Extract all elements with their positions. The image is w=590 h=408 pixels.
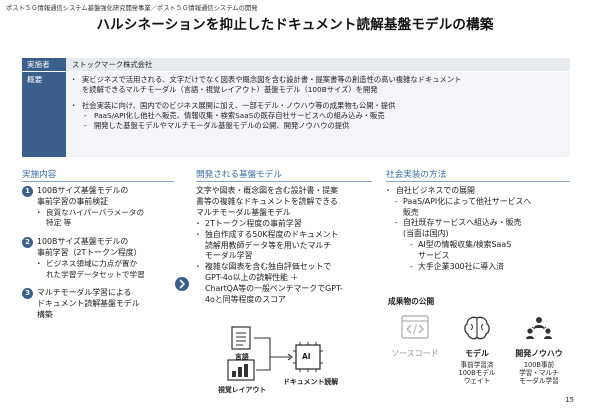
model-bullet-2-line-1: 独自作成する50K程度のドキュメント xyxy=(205,229,339,239)
right-heading: 社会実装の方法 xyxy=(386,170,447,180)
publication-model: モデル 事前学習済 100Bモデル ウェイト xyxy=(448,314,506,386)
publication-knowhow-desc-line-3: モーダル学習 xyxy=(519,377,559,386)
step-3-line-3: 構築 xyxy=(37,309,53,319)
deployment-sub-1-line-1: PaaS/API化によって他社サービスへ xyxy=(403,196,532,206)
publication-model-desc-line-2: 100Bモデル xyxy=(458,369,496,378)
model-bullet-1: 2Tトークン程度の事前学習 xyxy=(194,219,372,230)
step-1-detail: 良質なハイパーパラメータの 特定 等 xyxy=(35,207,174,230)
step-2-detail-line-2: れた学習データセットで学習 xyxy=(46,269,145,279)
step-3: 3 マルチモーダル学習による ドキュメント読解基盤モデル 構築 xyxy=(22,288,174,320)
publication-knowhow-name: 開発ノウハウ xyxy=(515,349,563,358)
company-value: ストックマーク株式会社 xyxy=(66,58,570,71)
deployment-list: 自社ビジネスでの展開 PaaS/API化によって他社サービスへ 販売 自社既存サ… xyxy=(384,186,570,273)
summary-body: 実ビジネスで活用される、文字だけでなく図表や概念図を含む設計書・提案書等の創造性… xyxy=(66,72,570,157)
model-diagram: 言語 視覚レイアウト AI ドキュメント読解 xyxy=(210,325,365,395)
middle-rule xyxy=(196,181,372,182)
deployment-bullet-1: 自社ビジネスでの展開 xyxy=(384,186,570,197)
publication-knowhow-desc-line-1: 100B事前 xyxy=(523,361,555,369)
model-bullet-2-line-3: モーダル学習 xyxy=(205,251,253,261)
steps-list: 1 100Bサイズ基盤モデルの 事前学習の事前検証 良質なハイパーパラメータの … xyxy=(22,186,174,321)
deployment-subsub-1: AI型の情報収集/検索SaaS サービス xyxy=(386,240,570,262)
summary-bullet-1-line-1: 実ビジネスで活用される、文字だけでなく図表や概念図を含む設計書・提案書等の創造性… xyxy=(82,75,462,84)
deployment-subsub-1-line-1: AI型の情報収集/検索SaaS xyxy=(418,239,512,249)
diagram-label-output: ドキュメント読解 xyxy=(283,378,339,386)
knowhow-people-icon xyxy=(526,317,552,339)
diagram-label-language: 言語 xyxy=(235,353,249,361)
model-bullet-3-line-4: 4oと同等程度のスコア xyxy=(205,295,286,305)
model-intro-line-1: 文字や図表・概念図を含む設計書・提案 xyxy=(196,186,339,195)
publication-knowhow: 開発ノウハウ 100B事前 学習・マルチ モーダル学習 xyxy=(510,314,568,386)
model-bullet-3: 複雑な図表を含む独自評価セットで GPT-4o以上の読解性能 ＋ ChartQA… xyxy=(194,262,372,306)
step-1-line-1: 100Bサイズ基盤モデルの xyxy=(37,186,129,195)
summary-sub-2: 開発した基盤モデルやマルチモーダル基盤モデルの公開、開発ノウハウの提供 xyxy=(72,121,570,132)
model-description: 文字や図表・概念図を含む設計書・提案 書等の複雑なドキュメントを読解できる マル… xyxy=(194,186,372,306)
publication-source-code-name: ソースコード xyxy=(391,349,439,358)
step-number: 1 xyxy=(22,186,33,197)
step-1-detail-line-2: 特定 等 xyxy=(46,218,72,228)
deployment-subsub-1-line-2: サービス xyxy=(418,250,450,260)
publication-knowhow-desc-line-2: 学習・マルチ xyxy=(519,369,559,378)
diagram-label-layout: 視覚レイアウト xyxy=(218,386,267,394)
model-intro-line-3: マルチモーダル基盤モデル xyxy=(196,207,291,217)
info-row-summary: 概要 実ビジネスで活用される、文字だけでなく図表や概念図を含む設計書・提案書等の… xyxy=(22,72,570,157)
document-chart-icon xyxy=(227,359,255,381)
brain-icon xyxy=(464,316,490,340)
summary-sub-1: PaaS/API化し他社へ販売、情報収集・検索SaaSの既存自社サービスへの組み… xyxy=(72,111,570,122)
step-3-line-1: マルチモーダル学習による xyxy=(37,288,132,298)
step-2-detail-line-1: ビジネス領域に力点が置か xyxy=(46,258,138,268)
summary-bullet-2: 社会実装に向け、国内でのビジネス展開に加え、一部モデル・ノウハウ等の成果物も公開… xyxy=(70,101,570,112)
model-bullet-3-line-2: GPT-4o以上の読解性能 ＋ xyxy=(205,273,299,283)
code-icon xyxy=(401,315,429,339)
step-number: 3 xyxy=(22,288,33,300)
breadcrumb: ポスト５Ｇ情報通信システム基盤強化研究開発事業／ポスト５Ｇ情報通信システムの開発 xyxy=(6,5,258,12)
step-2: 2 100Bサイズ基盤モデルの 事前学習（2Tトークン程度） ビジネス領域に力点… xyxy=(22,237,174,280)
deployment-sub-1: PaaS/API化によって他社サービスへ 販売 xyxy=(386,197,570,219)
chevron-right-icon xyxy=(175,277,189,291)
publication-source-code: ソースコード xyxy=(386,314,444,359)
deployment-sub-1-line-2: 販売 xyxy=(403,207,419,217)
step-1: 1 100Bサイズ基盤モデルの 事前学習の事前検証 良質なハイパーパラメータの … xyxy=(22,186,174,229)
page-title: ハルシネーションを抑止したドキュメント読解基盤モデルの構築 xyxy=(96,17,494,33)
model-intro-line-2: 書等の複雑なドキュメントを読解できる xyxy=(196,196,338,206)
ai-model-icon xyxy=(293,342,323,372)
step-2-detail: ビジネス領域に力点が置か れた学習データセットで学習 xyxy=(35,258,174,281)
deployment-sub-2-line-1: 自社既存サービスへ組込み・販売 xyxy=(403,218,522,228)
flow-arrows xyxy=(254,337,293,371)
publication-knowhow-desc: 100B事前 学習・マルチ モーダル学習 xyxy=(510,361,568,386)
publication-heading: 成果物の公開 xyxy=(388,297,435,306)
publication-model-desc: 事前学習済 100Bモデル ウェイト xyxy=(448,361,506,386)
step-3-line-2: ドキュメント読解基盤モデル xyxy=(37,299,140,309)
model-bullet-3-line-3: ChartQA等の一般ベンチマークでGPT- xyxy=(205,284,343,294)
middle-heading: 開発される基盤モデル xyxy=(196,170,282,180)
summary-bullet-1-line-2: を読解できるマルチモーダル（言語・視覚レイアウト）基盤モデル（100Bサイズ）を… xyxy=(82,85,378,95)
step-number: 2 xyxy=(22,237,33,249)
publication-model-desc-line-1: 事前学習済 xyxy=(460,361,494,369)
deployment-subsub-2: 大手企業300社に導入済 xyxy=(386,262,570,273)
page-number: 15 xyxy=(565,396,574,404)
deployment-sub-2-line-2: (当面は国内) xyxy=(403,229,449,239)
right-rule xyxy=(386,181,570,182)
model-bullet-3-line-1: 複雑な図表を含む独自評価セットで xyxy=(205,262,332,272)
summary-bullet-1: 実ビジネスで活用される、文字だけでなく図表や概念図を含む設計書・提案書等の創造性… xyxy=(70,75,570,96)
step-1-line-2: 事前学習の事前検証 xyxy=(37,196,109,206)
model-bullet-2: 独自作成する50K程度のドキュメント 読解用教師データ等を用いたマルチ モーダル… xyxy=(194,229,372,263)
diagram-label-ai: AI xyxy=(302,352,311,361)
model-bullet-2-line-2: 読解用教師データ等を用いたマルチ xyxy=(205,240,332,250)
info-row-company: 実施者 ストックマーク株式会社 xyxy=(22,58,570,71)
deployment-sub-2: 自社既存サービスへ組込み・販売 (当面は国内) xyxy=(386,218,570,240)
left-heading: 実施内容 xyxy=(22,170,57,180)
publication-model-desc-line-3: ウェイト xyxy=(463,377,491,386)
step-1-detail-line-1: 良質なハイパーパラメータの xyxy=(46,207,145,217)
publication-model-name: モデル xyxy=(465,349,489,358)
step-2-line-2: 事前学習（2Tトークン程度） xyxy=(37,247,142,257)
company-label: 実施者 xyxy=(22,58,66,71)
left-rule xyxy=(22,181,174,182)
document-text-icon xyxy=(231,326,251,350)
step-2-line-1: 100Bサイズ基盤モデルの xyxy=(37,237,129,247)
summary-label: 概要 xyxy=(22,72,66,157)
